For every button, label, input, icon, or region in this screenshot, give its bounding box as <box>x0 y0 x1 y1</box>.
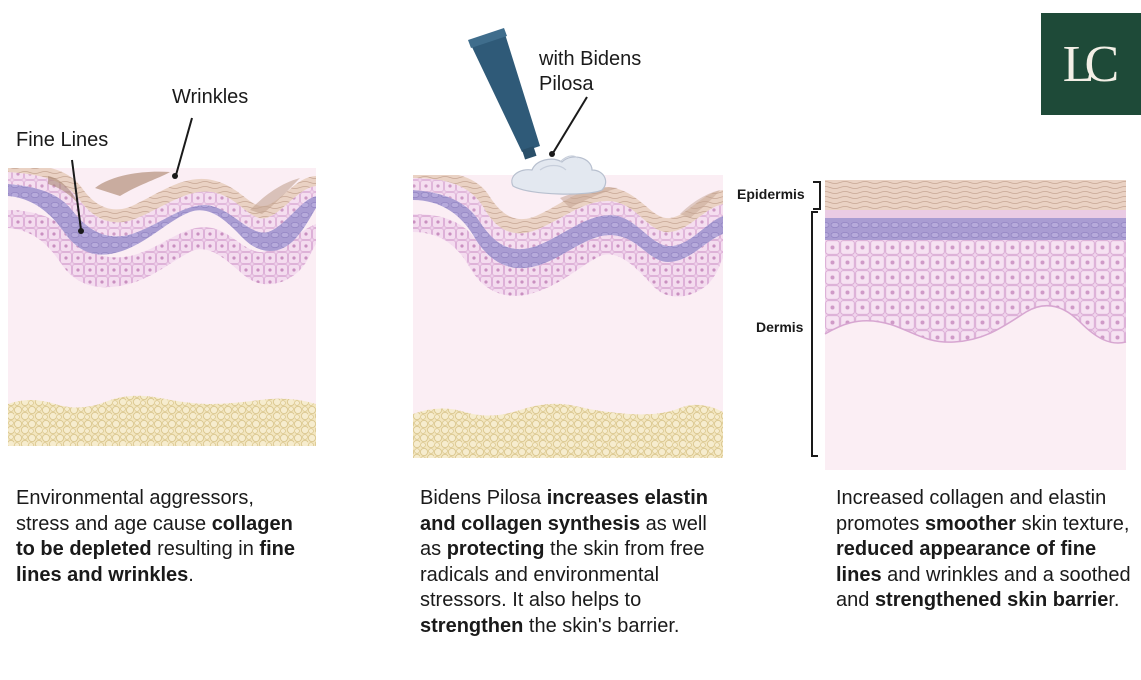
fine-lines-leader-dot <box>78 228 84 234</box>
wrinkles-leader-dot <box>172 173 178 179</box>
dermis-label: Dermis <box>756 319 804 335</box>
healthy-skin-cross-section <box>824 180 1127 470</box>
epidermis-label: Epidermis <box>737 186 805 202</box>
brand-logo: LC <box>1041 13 1141 115</box>
caption-segment: Increased collagen and elastin promotes <box>836 487 1107 535</box>
cream-leader-dot <box>549 151 555 157</box>
cream-blob <box>511 155 607 195</box>
caption-damaged-skin: Environmental aggressors, stress and age… <box>16 486 301 588</box>
cream-label: with Bidens Pilosa <box>539 48 642 95</box>
treated-skin-cross-section <box>413 175 723 458</box>
fine-lines-label: Fine Lines <box>16 129 109 151</box>
epidermis-bracket <box>813 181 821 210</box>
caption-segment: smoother <box>924 512 1017 535</box>
caption-segment: as well as <box>420 512 707 561</box>
caption-segment: the skin from free radicals and environm… <box>420 538 705 611</box>
cream-tube-icon <box>468 28 540 160</box>
caption-segment: Environmental aggressors, stress and age… <box>16 487 254 535</box>
caption-segment: the skin's barrier. <box>523 614 680 637</box>
fine-lines-leader-line <box>71 159 82 231</box>
caption-segment: strengthened skin barrie <box>874 589 1109 611</box>
caption-segment: strengthen <box>420 614 524 637</box>
caption-segment: r. <box>1108 589 1120 611</box>
caption-segment: increases elastin and collagen synthesis <box>420 487 708 535</box>
caption-bidens-pilosa: Bidens Pilosa increases elastin and coll… <box>420 486 720 639</box>
wrinkles-leader-line <box>175 117 193 176</box>
caption-segment: resulting in <box>151 538 260 560</box>
wrinkles-label: Wrinkles <box>172 86 249 108</box>
caption-segment: reduced appearance of fine lines <box>836 538 1097 586</box>
caption-healthy-skin: Increased collagen and elastin promotes … <box>836 486 1136 614</box>
caption-segment: . <box>188 563 194 586</box>
logo-text: LC <box>1062 35 1119 93</box>
caption-segment: skin texture, <box>1016 512 1130 535</box>
damaged-skin-cross-section <box>8 168 316 446</box>
caption-segment: collagen to be depleted <box>16 512 293 561</box>
caption-segment: Bidens Pilosa <box>420 487 547 509</box>
caption-segment: fine lines and wrinkles <box>16 538 295 586</box>
dermis-bracket <box>811 211 818 457</box>
caption-segment: protecting <box>446 538 545 560</box>
cream-leader-line <box>552 96 588 154</box>
caption-segment: and wrinkles and a soothed and <box>836 563 1131 612</box>
